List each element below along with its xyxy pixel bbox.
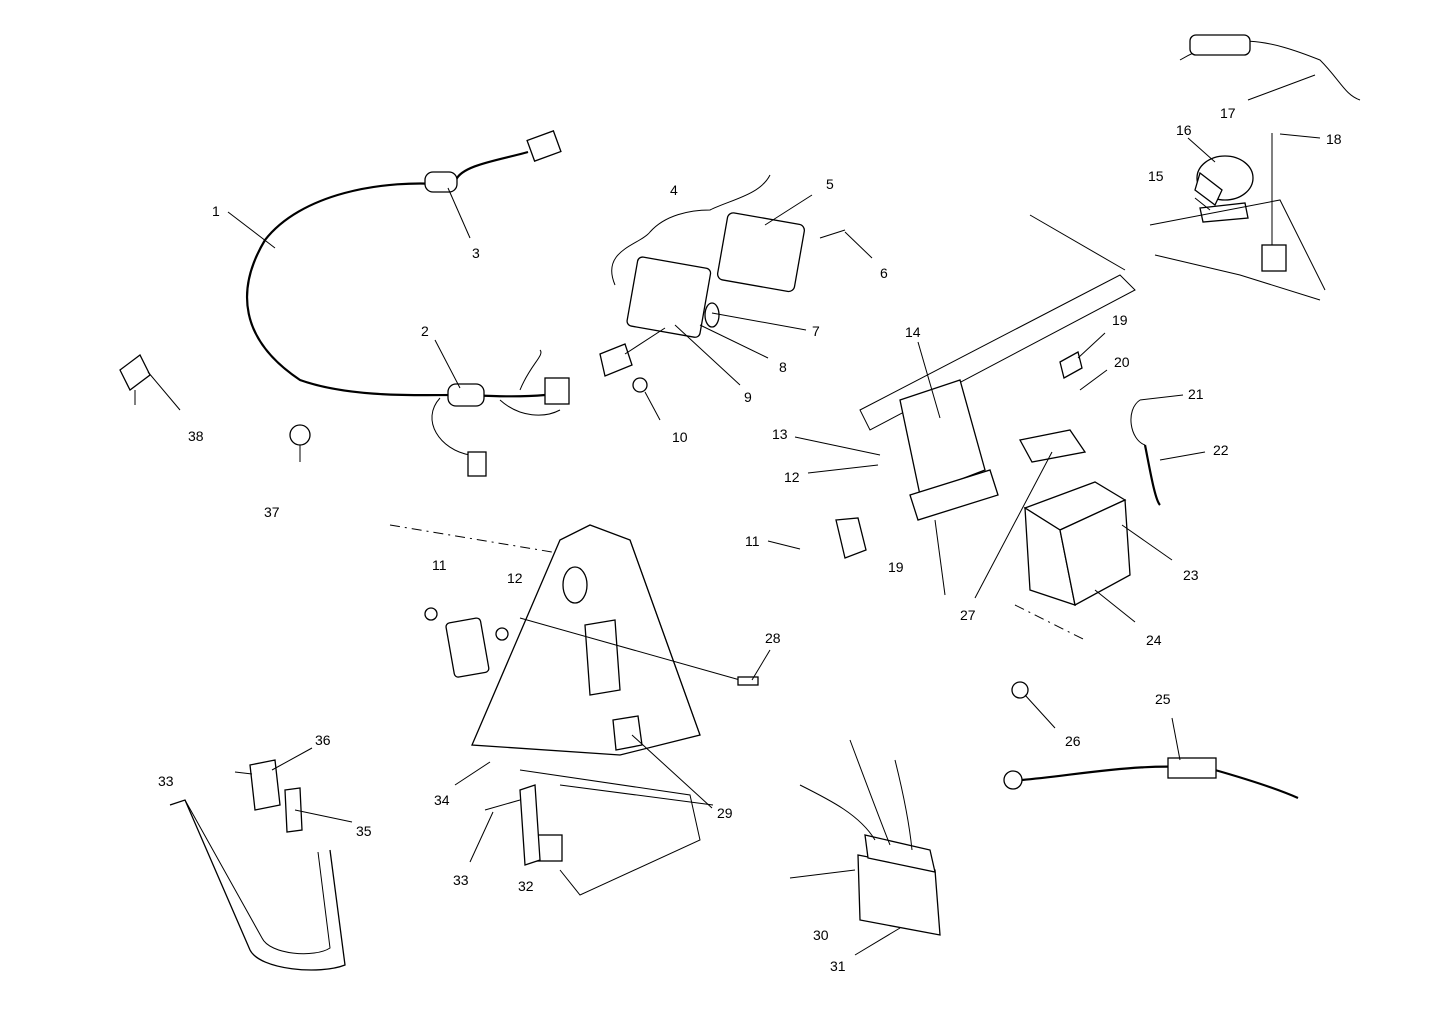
callout-38: 38 — [188, 428, 204, 444]
callout-34: 34 — [434, 792, 450, 808]
callout-30: 30 — [813, 927, 829, 943]
ground-cable — [1003, 681, 1299, 800]
callout-25: 25 — [1155, 691, 1171, 707]
callout-37: 37 — [264, 504, 280, 520]
callout-2: 2 — [421, 323, 429, 339]
callout-3: 3 — [472, 245, 480, 261]
callout-4: 4 — [670, 182, 678, 198]
callout-19b: 19 — [888, 559, 904, 575]
callout-15: 15 — [1148, 168, 1164, 184]
callout-7: 7 — [812, 323, 820, 339]
leader-lines — [147, 74, 1321, 956]
callout-12b: 12 — [507, 570, 523, 586]
callout-22: 22 — [1213, 442, 1229, 458]
clips — [119, 354, 311, 462]
callout-32: 32 — [518, 878, 534, 894]
frame-section — [835, 214, 1136, 596]
callout-35: 35 — [356, 823, 372, 839]
callout-14: 14 — [905, 324, 921, 340]
base-plate — [484, 769, 701, 896]
horn-and-controls — [1149, 34, 1361, 301]
callout-33b: 33 — [158, 773, 174, 789]
callout-20: 20 — [1114, 354, 1130, 370]
callout-29: 29 — [717, 805, 733, 821]
callout-13: 13 — [772, 426, 788, 442]
callout-1: 1 — [212, 203, 220, 219]
control-box — [389, 524, 759, 756]
callout-8: 8 — [779, 359, 787, 375]
callout-31: 31 — [830, 958, 846, 974]
taillight-assembly — [599, 174, 846, 393]
callout-11a: 11 — [745, 533, 760, 549]
callout-9: 9 — [744, 389, 752, 405]
callout-23: 23 — [1183, 567, 1199, 583]
callout-18: 18 — [1326, 131, 1342, 147]
callout-28: 28 — [765, 630, 781, 646]
callout-19a: 19 — [1112, 312, 1128, 328]
callout-11b: 11 — [432, 557, 447, 573]
callout-6: 6 — [880, 265, 888, 281]
wiring-harness — [246, 130, 570, 477]
callout-26: 26 — [1065, 733, 1081, 749]
callout-21: 21 — [1188, 386, 1204, 402]
callout-33a: 33 — [453, 872, 469, 888]
callout-36: 36 — [315, 732, 331, 748]
callout-labels: 1 2 3 4 5 6 7 8 9 10 11 11 12 12 13 14 1… — [158, 105, 1342, 974]
battery — [1014, 399, 1161, 641]
callout-17: 17 — [1220, 105, 1236, 121]
callout-27: 27 — [960, 607, 976, 623]
regulator — [789, 739, 941, 936]
callout-16: 16 — [1176, 122, 1192, 138]
callout-12a: 12 — [784, 469, 800, 485]
callout-10: 10 — [672, 429, 688, 445]
callout-5: 5 — [826, 176, 834, 192]
front-shield — [169, 759, 346, 971]
callout-24: 24 — [1146, 632, 1162, 648]
